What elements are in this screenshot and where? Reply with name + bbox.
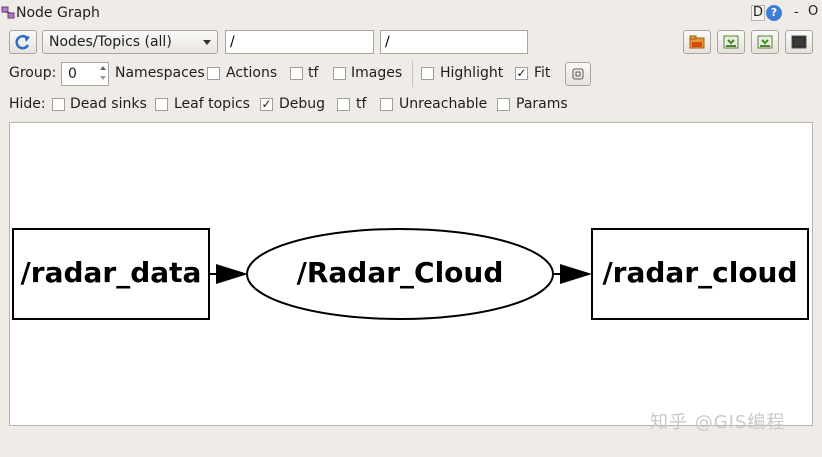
debug-label: Debug <box>279 96 326 112</box>
leaf-topics-label: Leaf topics <box>174 96 250 112</box>
namespaces-checkbox[interactable] <box>207 67 220 80</box>
help-icon[interactable]: ? <box>766 5 782 21</box>
node-radar-cloud[interactable]: /Radar_Cloud <box>246 228 554 320</box>
save-svg-icon <box>757 35 773 49</box>
hide-tf-checkbox[interactable] <box>337 98 350 111</box>
hide-label: Hide: <box>9 96 46 112</box>
namespaces-label: Namespaces <box>115 65 205 81</box>
graph-type-value: Nodes/Topics (all) <box>49 34 172 50</box>
graph-type-select[interactable]: Nodes/Topics (all) <box>42 30 218 54</box>
topic-out-label: /radar_cloud <box>602 256 797 289</box>
edge-node-to-topic <box>553 264 592 284</box>
fit-view-icon <box>572 68 584 80</box>
save-image-icon <box>791 35 807 49</box>
topic-filter-input[interactable] <box>380 30 528 54</box>
save-svg-button[interactable] <box>751 30 779 54</box>
node-label: /Radar_Cloud <box>297 256 504 289</box>
refresh-icon <box>15 34 30 50</box>
chevron-down-icon <box>203 40 211 45</box>
debug-checkbox[interactable]: ✓ <box>260 97 273 111</box>
images-label: Images <box>351 65 403 81</box>
window-title: Node Graph <box>16 5 100 21</box>
params-checkbox[interactable] <box>497 98 510 111</box>
close-button[interactable]: O <box>808 4 819 19</box>
group-value: 0 <box>68 66 77 82</box>
topic-node-radar-cloud[interactable]: /radar_cloud <box>591 228 809 320</box>
fit-label: Fit <box>534 65 551 81</box>
spin-up-icon[interactable] <box>100 66 106 70</box>
graph-svg: /radar_data /Radar_Cloud /radar_cloud <box>12 228 809 320</box>
group-spinbox[interactable]: 0 <box>61 62 109 86</box>
graph-canvas[interactable]: /radar_data /Radar_Cloud /radar_cloud <box>9 122 813 426</box>
dead-sinks-checkbox[interactable] <box>52 98 65 111</box>
topic-node-radar-data[interactable]: /radar_data <box>12 228 210 320</box>
unreachable-checkbox[interactable] <box>380 98 393 111</box>
images-checkbox[interactable] <box>333 67 346 80</box>
highlight-label: Highlight <box>440 65 504 81</box>
hide-tf-label: tf <box>356 96 367 112</box>
spin-down-icon[interactable] <box>100 76 106 80</box>
watermark: 知乎 @GIS编程 <box>650 412 786 433</box>
group-tf-label: tf <box>308 65 319 81</box>
dead-sinks-label: Dead sinks <box>70 96 147 112</box>
dock-d-button[interactable]: D <box>751 5 765 21</box>
fit-in-view-button[interactable] <box>565 62 591 86</box>
minimize-button[interactable]: - <box>794 5 799 20</box>
leaf-topics-checkbox[interactable] <box>155 98 168 111</box>
actions-label: Actions <box>226 65 278 81</box>
edge-topic-to-node <box>209 264 248 284</box>
open-folder-icon <box>689 35 705 49</box>
save-dot-icon <box>723 35 739 49</box>
topic-in-label: /radar_data <box>21 256 202 289</box>
highlight-checkbox[interactable] <box>421 67 434 80</box>
unreachable-label: Unreachable <box>399 96 488 112</box>
save-dot-button[interactable] <box>717 30 745 54</box>
group-tf-checkbox[interactable] <box>290 67 303 80</box>
group-label: Group: <box>9 65 57 81</box>
toolbar-separator <box>412 61 413 87</box>
params-label: Params <box>516 96 568 112</box>
node-graph-app-icon <box>1 6 15 19</box>
arrowhead-icon <box>216 264 248 284</box>
namespace-filter-input[interactable] <box>225 30 374 54</box>
save-image-button[interactable] <box>785 30 813 54</box>
load-dot-button[interactable] <box>683 30 711 54</box>
refresh-button[interactable] <box>9 30 37 54</box>
arrowhead-icon <box>560 264 592 284</box>
fit-checkbox[interactable]: ✓ <box>515 66 528 80</box>
